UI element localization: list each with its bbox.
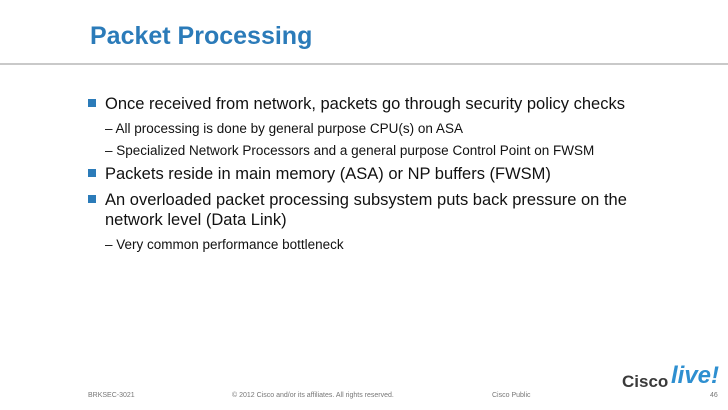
slide-content: Once received from network, packets go t… [88,94,688,258]
session-code: BRKSEC-3021 [88,392,135,399]
page-number: 46 [710,392,718,399]
copyright: © 2012 Cisco and/or its affiliates. All … [232,392,394,399]
square-bullet-icon [88,195,96,203]
title-divider [0,63,728,65]
square-bullet-icon [88,169,96,177]
logo-event: live! [671,362,720,389]
sub-bullet-1-2: – Specialized Network Processors and a g… [105,143,595,158]
bullet-1: Once received from network, packets go t… [88,94,688,114]
classification: Cisco Public [492,392,531,399]
bullet-2: Packets reside in main memory (ASA) or N… [88,164,688,184]
bullet-3-text: An overloaded packet processing subsyste… [105,191,627,229]
logo-brand: Cisco [622,372,669,391]
sub-bullet-1-1: – All processing is done by general purp… [105,121,463,136]
slide-title: Packet Processing [90,22,313,50]
sub-bullet-3-1: – Very common performance bottleneck [105,237,344,252]
square-bullet-icon [88,99,96,107]
bullet-1-text: Once received from network, packets go t… [105,95,625,113]
bullet-3: An overloaded packet processing subsyste… [88,190,688,230]
cisco-live-logo: Cisco live! [622,360,720,394]
bullet-2-text: Packets reside in main memory (ASA) or N… [105,165,551,183]
